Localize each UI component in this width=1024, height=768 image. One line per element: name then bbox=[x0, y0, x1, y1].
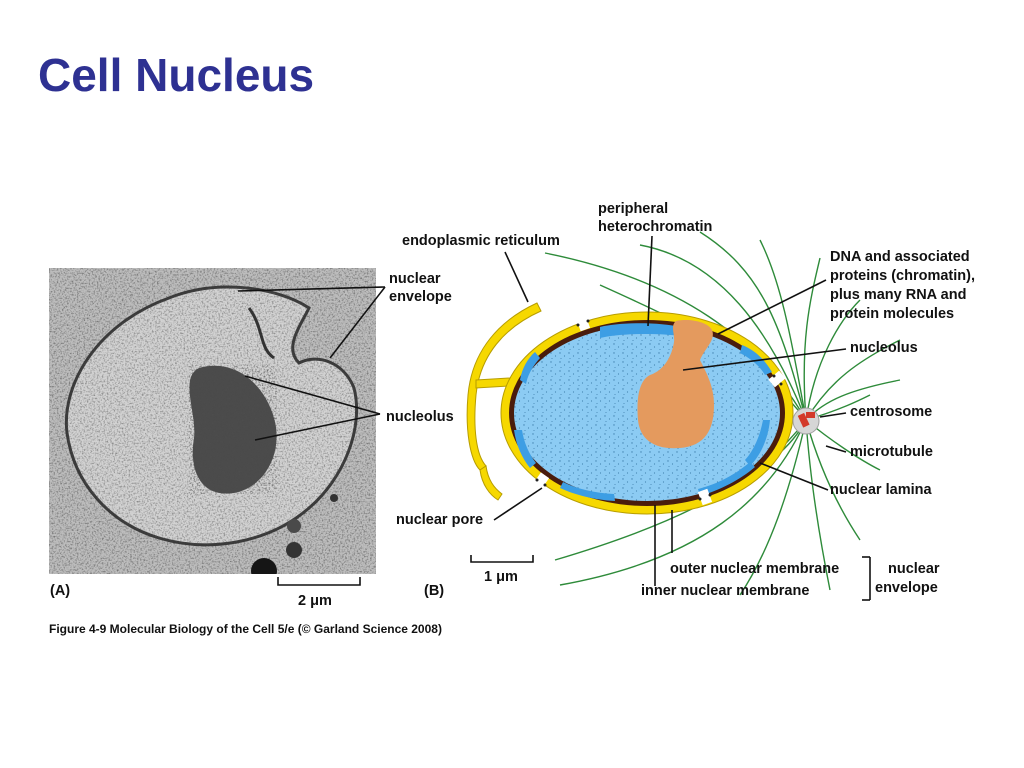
label-outer-nuclear-membrane: outer nuclear membrane bbox=[670, 561, 840, 577]
panel-b-leader-lines bbox=[493, 235, 871, 601]
scale-bar-b-label: 1 μm bbox=[484, 569, 518, 585]
peripheral-heterochromatin bbox=[514, 323, 772, 501]
label-nucleolus-a: nucleolus bbox=[386, 409, 454, 425]
label-nuclear-envelope-b1: nuclear bbox=[888, 561, 940, 577]
centrosome bbox=[792, 407, 820, 435]
slide-title: Cell Nucleus bbox=[38, 49, 315, 101]
nucleolus-shape bbox=[637, 320, 714, 449]
panel-a-leader-lines bbox=[237, 286, 386, 441]
endoplasmic-reticulum bbox=[466, 302, 542, 501]
label-dna-3: plus many RNA and bbox=[830, 287, 967, 303]
panel-b-letter: (B) bbox=[424, 583, 445, 599]
label-dna-2: proteins (chromatin), bbox=[830, 268, 976, 284]
scale-bar-a-label: 2 μm bbox=[298, 593, 332, 609]
label-peripheral-heterochromatin-2: heterochromatin bbox=[598, 219, 713, 235]
label-nuclear-envelope-b2: envelope bbox=[875, 580, 938, 596]
scale-bars bbox=[277, 555, 534, 586]
nuclear-pores bbox=[532, 314, 786, 506]
label-nuclear-envelope-a2: envelope bbox=[389, 289, 452, 305]
label-dna-4: protein molecules bbox=[830, 306, 955, 322]
label-centrosome: centrosome bbox=[850, 404, 933, 420]
label-nucleolus-b: nucleolus bbox=[850, 340, 918, 356]
label-microtubule: microtubule bbox=[850, 444, 933, 460]
label-nuclear-lamina: nuclear lamina bbox=[830, 482, 932, 498]
figure-caption: Figure 4-9 Molecular Biology of the Cell… bbox=[49, 622, 442, 636]
label-peripheral-heterochromatin-1: peripheral bbox=[598, 201, 669, 217]
label-dna-1: DNA and associated bbox=[830, 249, 970, 265]
label-inner-nuclear-membrane: inner nuclear membrane bbox=[641, 583, 810, 599]
panel-a-letter: (A) bbox=[50, 583, 71, 599]
label-endoplasmic-reticulum: endoplasmic reticulum bbox=[402, 233, 560, 249]
electron-micrograph bbox=[49, 268, 376, 574]
label-nuclear-pore: nuclear pore bbox=[396, 512, 484, 528]
label-nuclear-envelope-a1: nuclear bbox=[389, 271, 441, 287]
